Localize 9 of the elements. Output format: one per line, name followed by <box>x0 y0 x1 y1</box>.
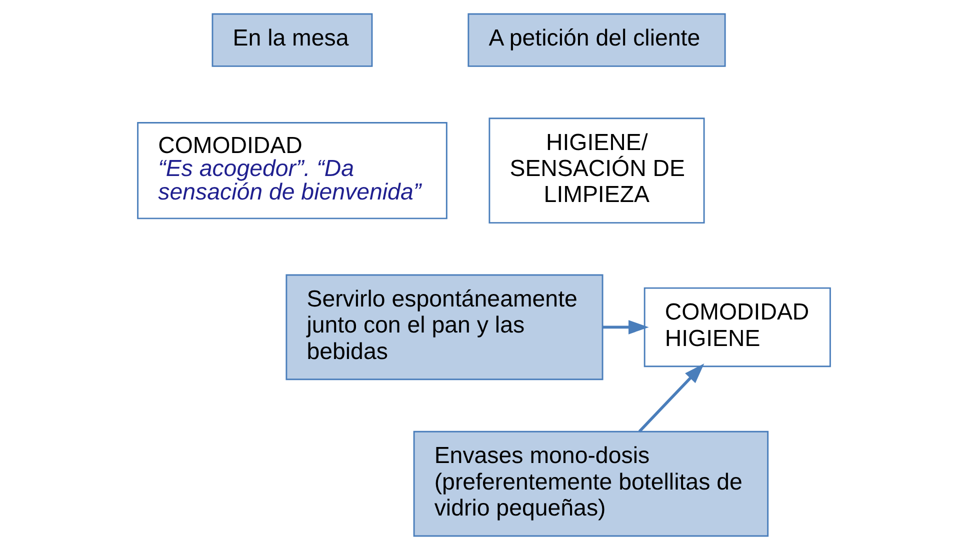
node-box: COMODIDAD “Es acogedor”. “Da sensación de bienvenida” <box>136 122 447 220</box>
arrow <box>602 320 648 334</box>
arrow <box>638 363 704 432</box>
node-box: HIGIENE/ SENSACIÓN DE LIMPIEZA <box>488 118 704 224</box>
node-box: COMODIDAD HIGIENE <box>643 287 830 368</box>
node-box: En la mesa <box>211 13 372 67</box>
node-box: Servirlo espontáneamente junto con el pan y las bebidas <box>285 274 603 380</box>
node-box: Envases mono-dosis (preferentemente botellitas de vidrio pequeñas) <box>412 430 768 537</box>
node-box: A petición del cliente <box>467 13 726 67</box>
